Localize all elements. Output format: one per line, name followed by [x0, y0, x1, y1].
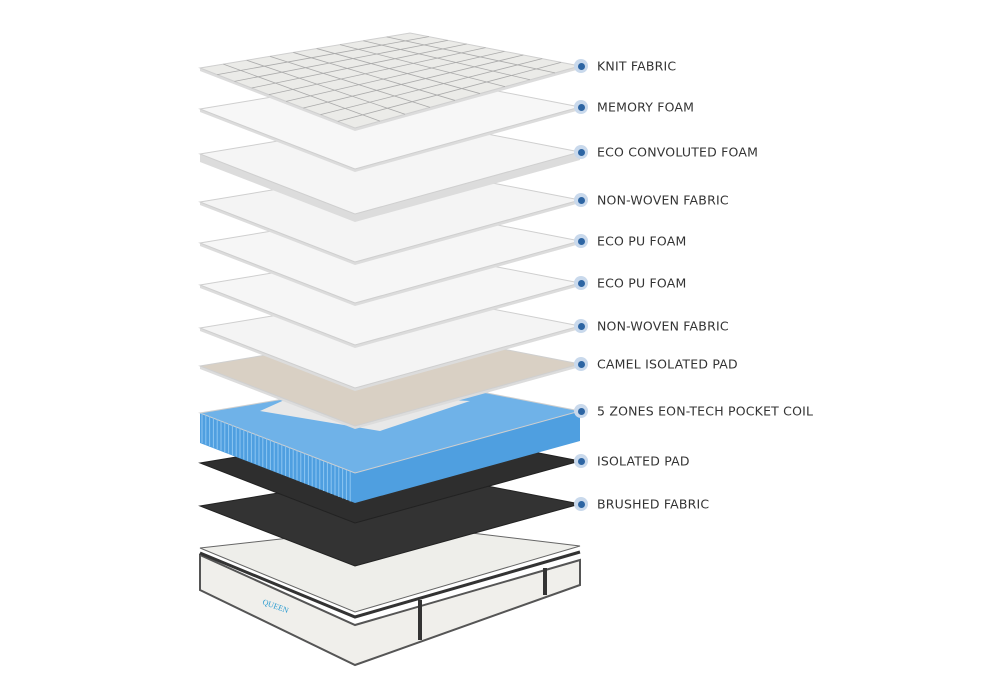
layer-marker-icon [574, 497, 588, 511]
layer-label: 5 ZONES EON-TECH POCKET COIL [597, 403, 814, 419]
layer-label: ISOLATED PAD [597, 453, 690, 469]
mattress-base: QUEEN [199, 524, 581, 667]
layer-marker-icon [574, 357, 588, 371]
layer-marker-icon [574, 145, 588, 159]
layer-marker-icon [574, 319, 588, 333]
layer-marker-icon [574, 59, 588, 73]
layer-marker-icon [574, 193, 588, 207]
layer-label: ECO PU FOAM [597, 275, 687, 291]
layer-label: ECO PU FOAM [597, 233, 687, 249]
layer-label: MEMORY FOAM [597, 99, 695, 115]
layer-label: KNIT FABRIC [597, 58, 677, 74]
layer-label: ECO CONVOLUTED FOAM [597, 144, 759, 160]
layer-marker-icon [574, 454, 588, 468]
layer-marker-icon [574, 276, 588, 290]
layer-marker-icon [574, 100, 588, 114]
layer-label: NON-WOVEN FABRIC [597, 318, 729, 334]
layer-label: CAMEL ISOLATED PAD [597, 356, 738, 372]
layer-label: NON-WOVEN FABRIC [597, 192, 729, 208]
layer-marker-icon [574, 234, 588, 248]
layer-knit-fabric [198, 32, 581, 131]
layer-label: BRUSHED FABRIC [597, 496, 710, 512]
layer-marker-icon [574, 404, 588, 418]
